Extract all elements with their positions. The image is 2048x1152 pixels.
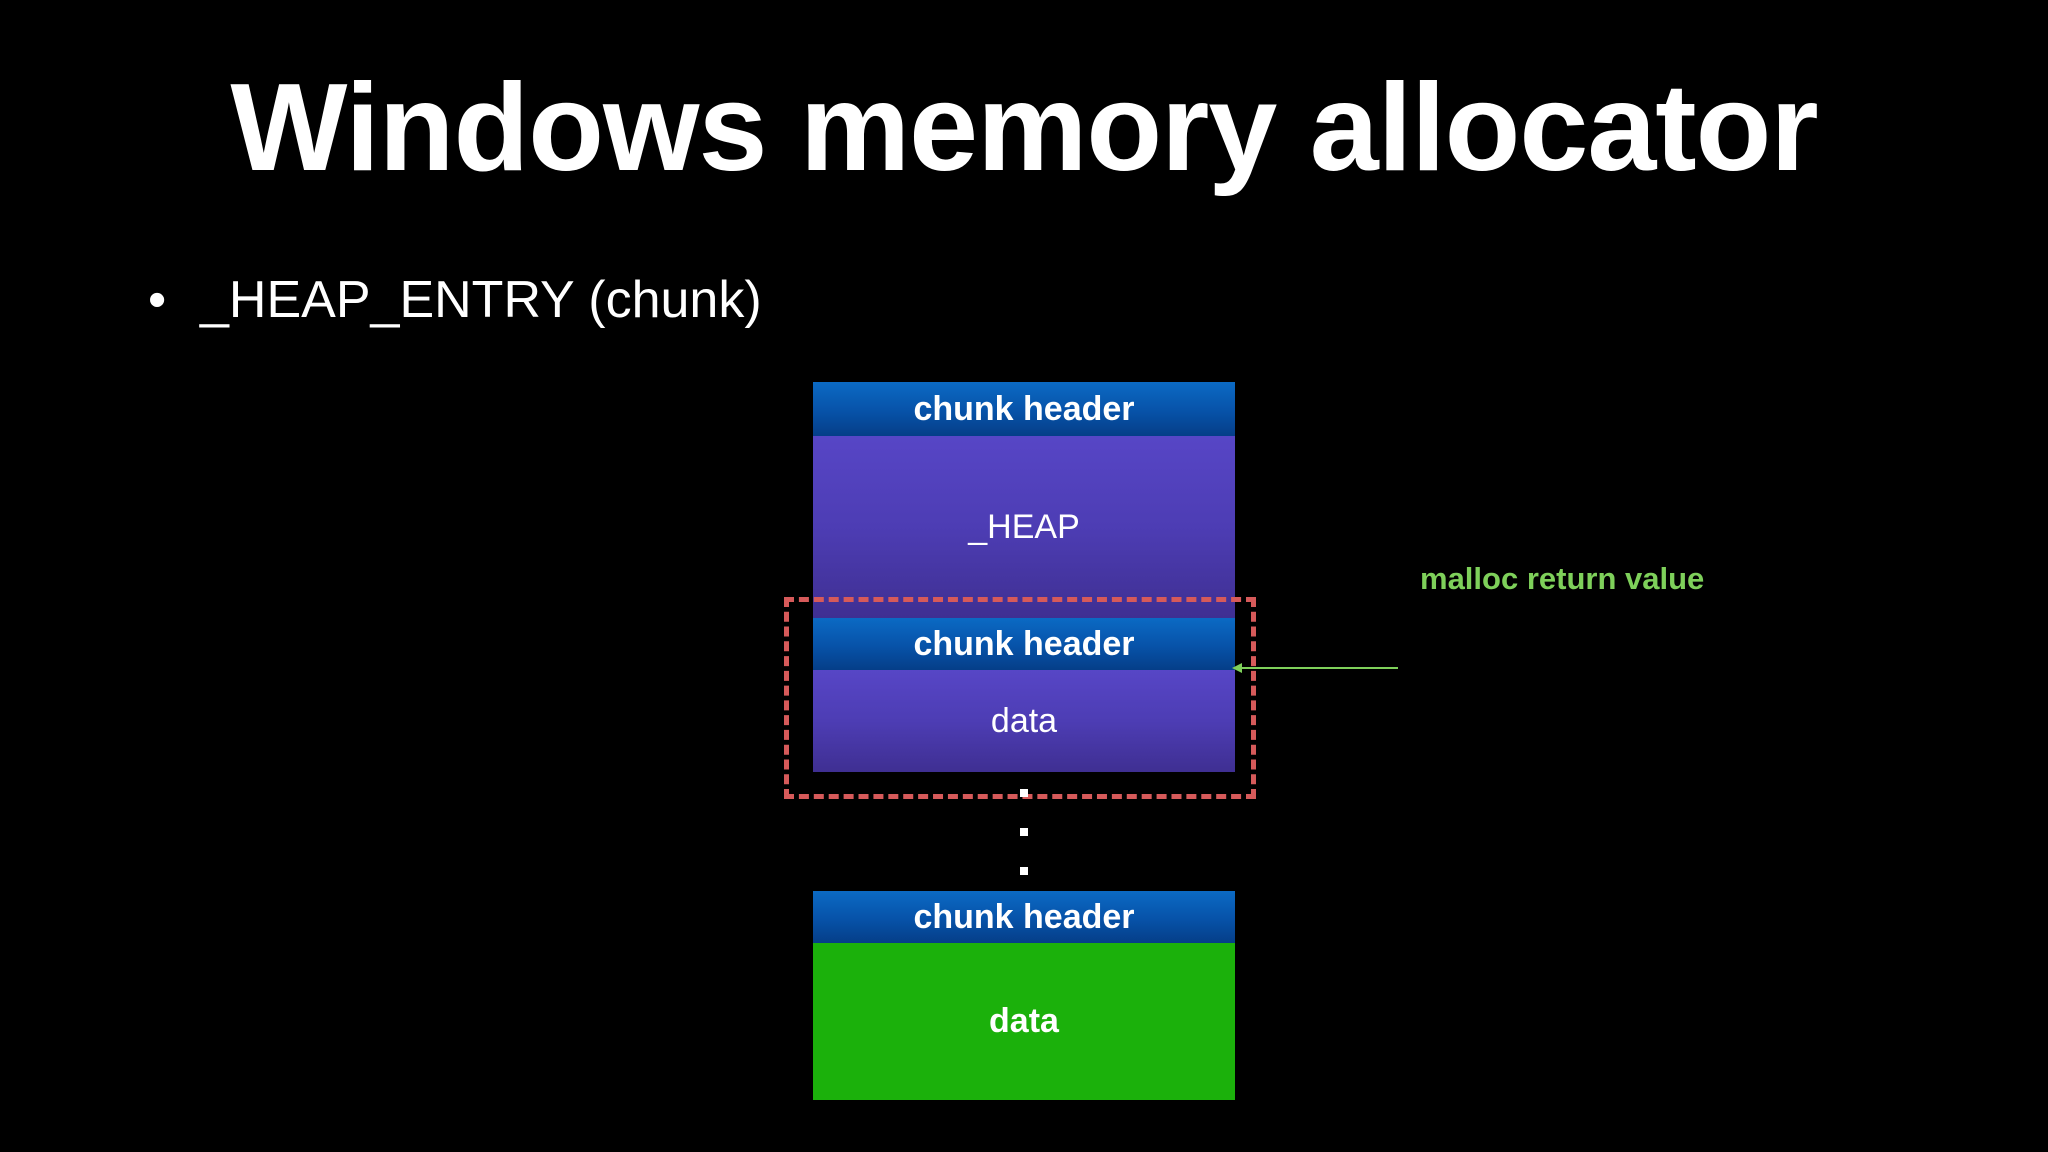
selected-chunk-data: data <box>813 670 1235 772</box>
bullet-text: _HEAP_ENTRY (chunk) <box>200 271 762 329</box>
bullet-item: • _HEAP_ENTRY (chunk) <box>148 268 762 332</box>
malloc-return-label: malloc return value <box>1420 561 1705 596</box>
selected-chunk-header: chunk header <box>813 618 1235 670</box>
arrow-left-icon <box>1232 663 1398 673</box>
last-chunk-header: chunk header <box>813 891 1235 943</box>
slide-title: Windows memory allocator <box>230 59 1818 197</box>
bullet-dot-icon: • <box>148 271 167 329</box>
top-chunk-header: chunk header <box>813 382 1235 436</box>
ellipsis-dot <box>1020 867 1028 875</box>
heap-block: _HEAP <box>813 436 1235 618</box>
highlight-dashed-box <box>784 597 1256 799</box>
ellipsis-dot <box>1020 828 1028 836</box>
last-chunk-data: data <box>813 943 1235 1100</box>
ellipsis-dot <box>1020 789 1028 797</box>
